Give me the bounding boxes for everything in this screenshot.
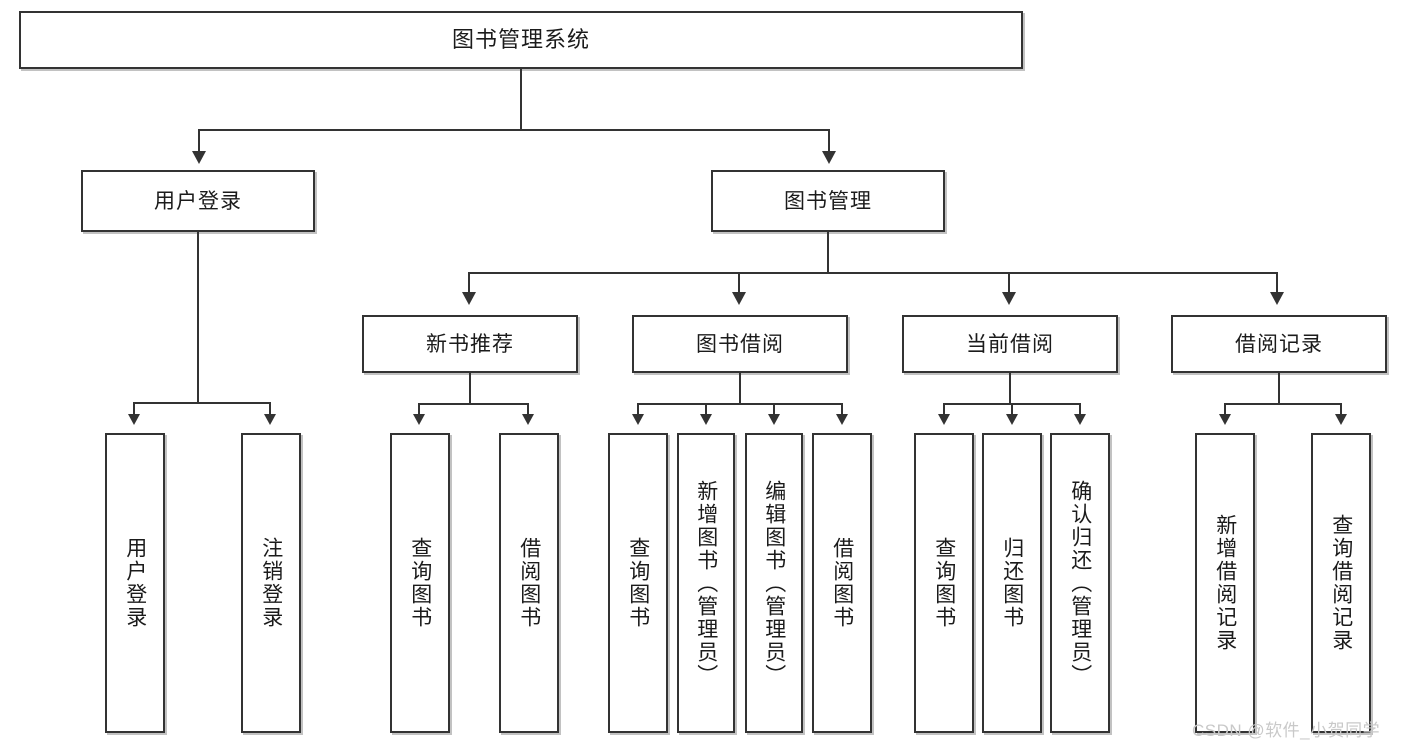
arrow-to-cb-leaf-2 bbox=[1006, 414, 1018, 425]
node-label: 查询图书 bbox=[626, 537, 650, 629]
connector-nbr-stem bbox=[469, 373, 471, 404]
connector-br-bus bbox=[1224, 403, 1341, 405]
leaf-br-add-record[interactable]: 新增借阅记录 bbox=[1195, 433, 1255, 733]
arrow-to-logout-leaf bbox=[264, 414, 276, 425]
node-label: 借阅图书 bbox=[830, 537, 854, 629]
node-new-book-recommend[interactable]: 新书推荐 bbox=[362, 315, 578, 373]
arrow-to-bb-leaf-3 bbox=[768, 414, 780, 425]
node-label: 图书管理系统 bbox=[451, 27, 590, 52]
connector-book-management-stem bbox=[827, 232, 829, 274]
connector-root-to-book-management bbox=[828, 129, 830, 153]
leaf-nbr-query-book[interactable]: 查询图书 bbox=[390, 433, 450, 733]
connector-cb-drop-1 bbox=[943, 403, 945, 416]
connector-bb-drop-2 bbox=[705, 403, 707, 416]
csdn-watermark: CSDN @软件_小贺同学 bbox=[1192, 721, 1381, 740]
arrow-to-book-borrow bbox=[732, 292, 746, 305]
node-borrow-record[interactable]: 借阅记录 bbox=[1171, 315, 1387, 373]
node-label: 用户登录 bbox=[123, 537, 147, 629]
connector-cb-drop-3 bbox=[1079, 403, 1081, 416]
connector-bm-drop-2 bbox=[738, 272, 740, 294]
node-label: 新增借阅记录 bbox=[1213, 514, 1237, 652]
arrow-to-bb-leaf-1 bbox=[632, 414, 644, 425]
node-label: 查询借阅记录 bbox=[1329, 514, 1353, 652]
connector-cb-drop-2 bbox=[1011, 403, 1013, 416]
connector-nbr-drop-2 bbox=[527, 403, 529, 416]
connector-bm-drop-3 bbox=[1008, 272, 1010, 294]
connector-user-login-drop-2 bbox=[269, 402, 271, 416]
node-label: 图书借阅 bbox=[696, 332, 784, 356]
arrow-to-user-login-leaf bbox=[128, 414, 140, 425]
connector-br-stem bbox=[1278, 373, 1280, 404]
node-label: 借阅记录 bbox=[1235, 332, 1323, 356]
node-book-borrow[interactable]: 图书借阅 bbox=[632, 315, 848, 373]
leaf-bb-edit-book-admin[interactable]: 编辑图书（管理员） bbox=[745, 433, 803, 733]
arrow-to-br-leaf-1 bbox=[1219, 414, 1231, 425]
connector-bm-drop-1 bbox=[468, 272, 470, 294]
arrow-to-book-management bbox=[822, 151, 836, 164]
connector-bb-bus bbox=[637, 403, 842, 405]
arrow-to-borrow-record bbox=[1270, 292, 1284, 305]
node-label: 图书管理 bbox=[784, 189, 872, 213]
connector-br-drop-1 bbox=[1224, 403, 1226, 416]
arrow-to-user-login bbox=[192, 151, 206, 164]
node-book-management[interactable]: 图书管理 bbox=[711, 170, 945, 232]
connector-root-stem bbox=[520, 69, 522, 130]
leaf-bb-add-book-admin[interactable]: 新增图书（管理员） bbox=[677, 433, 735, 733]
node-label: 借阅图书 bbox=[517, 537, 541, 629]
connector-bb-stem bbox=[739, 373, 741, 404]
arrow-to-cb-leaf-3 bbox=[1074, 414, 1086, 425]
connector-cb-stem bbox=[1009, 373, 1011, 404]
arrow-to-bb-leaf-4 bbox=[836, 414, 848, 425]
connector-bb-drop-4 bbox=[841, 403, 843, 416]
connector-bb-drop-3 bbox=[773, 403, 775, 416]
node-root-book-management-system[interactable]: 图书管理系统 bbox=[19, 11, 1023, 69]
node-label: 当前借阅 bbox=[966, 332, 1054, 356]
node-label: 用户登录 bbox=[154, 189, 242, 213]
node-label: 归还图书 bbox=[1000, 537, 1024, 629]
node-label: 新书推荐 bbox=[426, 332, 514, 356]
connector-bb-drop-1 bbox=[637, 403, 639, 416]
node-label: 新增图书（管理员） bbox=[694, 479, 718, 687]
connector-br-drop-2 bbox=[1340, 403, 1342, 416]
node-label: 编辑图书（管理员） bbox=[762, 479, 786, 687]
connector-book-management-bus bbox=[468, 272, 1276, 274]
connector-nbr-drop-1 bbox=[418, 403, 420, 416]
arrow-to-bb-leaf-2 bbox=[700, 414, 712, 425]
leaf-user-login[interactable]: 用户登录 bbox=[105, 433, 165, 733]
connector-nbr-bus bbox=[418, 403, 528, 405]
node-current-borrow[interactable]: 当前借阅 bbox=[902, 315, 1118, 373]
arrow-to-br-leaf-2 bbox=[1335, 414, 1347, 425]
connector-user-login-bus bbox=[133, 402, 270, 404]
leaf-logout[interactable]: 注销登录 bbox=[241, 433, 301, 733]
node-label: 确认归还（管理员） bbox=[1068, 479, 1092, 687]
arrow-to-nbr-leaf-1 bbox=[413, 414, 425, 425]
node-label: 查询图书 bbox=[932, 537, 956, 629]
node-label: 查询图书 bbox=[408, 537, 432, 629]
connector-root-bus bbox=[198, 129, 830, 131]
node-user-login[interactable]: 用户登录 bbox=[81, 170, 315, 232]
connector-bm-drop-4 bbox=[1276, 272, 1278, 294]
arrow-to-new-book-recommend bbox=[462, 292, 476, 305]
connector-user-login-drop-1 bbox=[133, 402, 135, 416]
leaf-nbr-borrow-book[interactable]: 借阅图书 bbox=[499, 433, 559, 733]
leaf-cb-query-book[interactable]: 查询图书 bbox=[914, 433, 974, 733]
leaf-bb-borrow-book[interactable]: 借阅图书 bbox=[812, 433, 872, 733]
connector-root-to-user-login bbox=[198, 129, 200, 153]
arrow-to-current-borrow bbox=[1002, 292, 1016, 305]
node-label: 注销登录 bbox=[259, 537, 283, 629]
connector-user-login-stem bbox=[197, 232, 199, 403]
arrow-to-nbr-leaf-2 bbox=[522, 414, 534, 425]
leaf-bb-query-book[interactable]: 查询图书 bbox=[608, 433, 668, 733]
arrow-to-cb-leaf-1 bbox=[938, 414, 950, 425]
leaf-br-query-record[interactable]: 查询借阅记录 bbox=[1311, 433, 1371, 733]
leaf-cb-return-book[interactable]: 归还图书 bbox=[982, 433, 1042, 733]
leaf-cb-confirm-return-admin[interactable]: 确认归还（管理员） bbox=[1050, 433, 1110, 733]
